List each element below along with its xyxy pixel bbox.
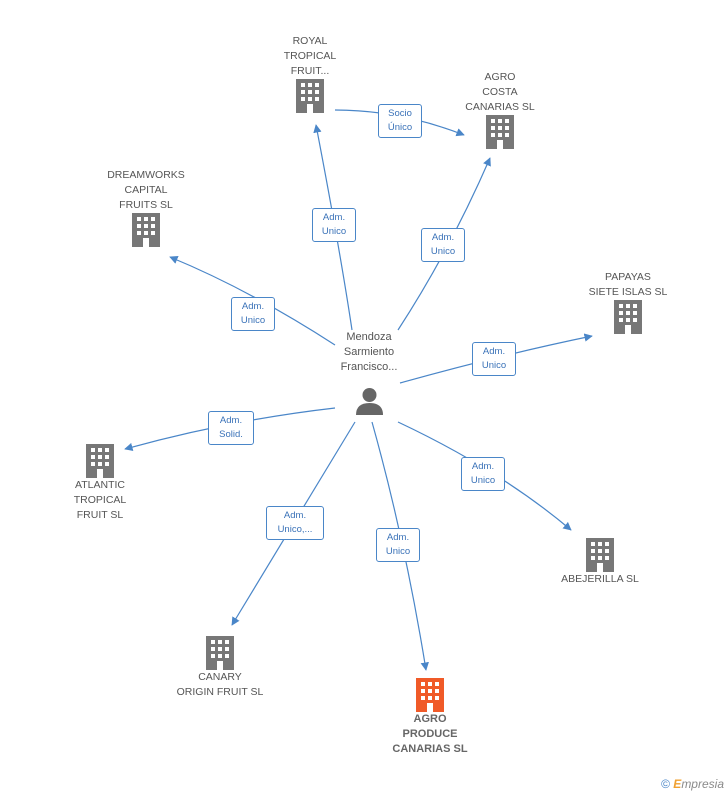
- edge-label-dreamworks[interactable]: Adm. Unico: [231, 297, 275, 331]
- node-papayas-siete-islas[interactable]: PAPAYAS SIETE ISLAS SL: [578, 270, 678, 334]
- node-agro-costa-canarias[interactable]: AGRO COSTA CANARIAS SL: [455, 70, 545, 149]
- edge-line-dreamworks: [169, 256, 336, 346]
- edge-label-abejerilla[interactable]: Adm. Unico: [461, 457, 505, 491]
- building-icon: [586, 538, 614, 572]
- person-icon[interactable]: [355, 387, 384, 415]
- node-label: DREAMWORKS CAPITAL FRUITS SL: [107, 169, 185, 211]
- node-dreamworks-capital-fruits[interactable]: DREAMWORKS CAPITAL FRUITS SL: [96, 168, 196, 247]
- edge-label-agro-costa[interactable]: Adm. Unico: [421, 228, 465, 262]
- node-label: CANARY ORIGIN FRUIT SL: [176, 671, 264, 698]
- building-icon: [86, 444, 114, 478]
- node-agro-produce-canarias[interactable]: AGRO PRODUCE CANARIAS SL: [380, 678, 480, 757]
- edge-label-agro-produce[interactable]: Adm. Unico: [376, 528, 420, 562]
- edge-label-papayas[interactable]: Adm. Unico: [472, 342, 516, 376]
- node-atlantic-tropical-fruit[interactable]: ATLANTIC TROPICAL FRUIT SL: [60, 444, 140, 523]
- brand-name: Empresia: [673, 777, 724, 791]
- node-label: AGRO PRODUCE CANARIAS SL: [392, 713, 468, 755]
- building-icon: [614, 300, 642, 334]
- node-label: ABEJERILLA SL: [561, 573, 639, 585]
- node-label: PAPAYAS SIETE ISLAS SL: [588, 271, 668, 298]
- watermark-logo: © Empresia: [661, 777, 724, 791]
- edge-label-socio[interactable]: Socio Único: [378, 104, 422, 138]
- building-icon: [486, 115, 514, 149]
- edge-label-atlantic[interactable]: Adm. Solid.: [208, 411, 254, 445]
- node-canary-origin-fruit[interactable]: CANARY ORIGIN FRUIT SL: [165, 636, 275, 700]
- building-icon: [296, 79, 324, 113]
- edge-label-royal[interactable]: Adm. Unico: [312, 208, 356, 242]
- building-icon: [206, 636, 234, 670]
- node-label: ATLANTIC TROPICAL FRUIT SL: [73, 479, 127, 521]
- node-abejerilla[interactable]: ABEJERILLA SL: [550, 538, 650, 587]
- copyright-symbol: ©: [661, 777, 670, 791]
- building-icon: [132, 213, 160, 247]
- node-royal-tropical-fruit[interactable]: ROYAL TROPICAL FRUIT...: [270, 34, 350, 113]
- center-person-label[interactable]: Mendoza Sarmiento Francisco...: [340, 331, 398, 373]
- building-icon-focus: [416, 678, 444, 712]
- node-label: ROYAL TROPICAL FRUIT...: [283, 35, 337, 77]
- node-label: AGRO COSTA CANARIAS SL: [465, 71, 535, 113]
- edge-label-canary[interactable]: Adm. Unico,...: [266, 506, 324, 540]
